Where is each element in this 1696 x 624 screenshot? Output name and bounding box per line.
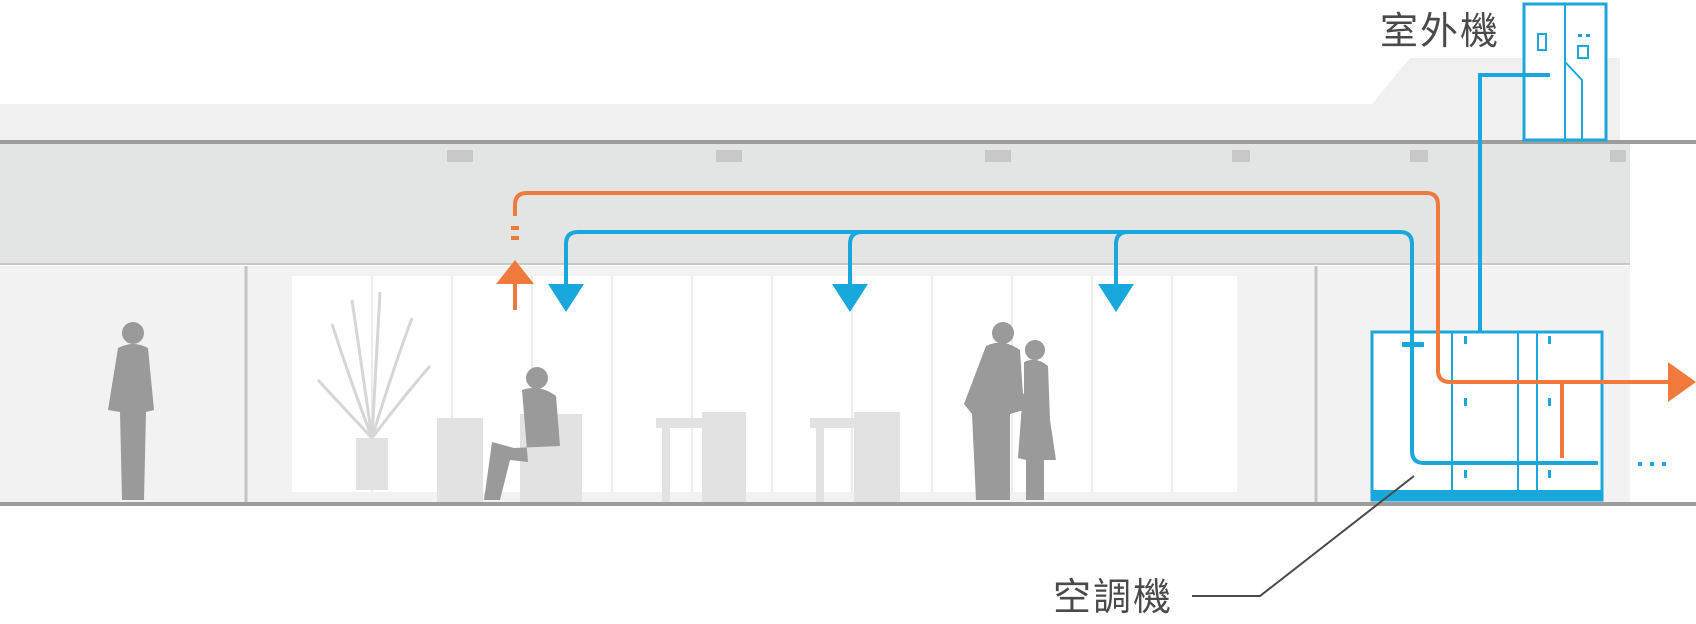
ahu-leader-line bbox=[1192, 475, 1415, 597]
outdoor-unit-label: 室外機 bbox=[1380, 9, 1501, 53]
person-standing-left bbox=[108, 322, 154, 500]
return-air-duct bbox=[513, 191, 1676, 458]
planter bbox=[356, 438, 388, 490]
table-left bbox=[656, 418, 736, 428]
exhaust-arrow bbox=[1668, 362, 1696, 402]
plant-leaves bbox=[316, 291, 432, 440]
window-wall bbox=[292, 276, 1237, 492]
supply-outlet-2 bbox=[832, 284, 868, 312]
person-standing-man bbox=[964, 322, 1024, 500]
supply-outlet-1 bbox=[548, 284, 584, 312]
person-standing-woman bbox=[1006, 340, 1056, 500]
supply-air-outlets bbox=[548, 284, 1134, 312]
outdoor-unit bbox=[1522, 2, 1608, 142]
refrigerant-line bbox=[1478, 73, 1550, 332]
person-seated bbox=[484, 367, 560, 500]
ceiling-plenum bbox=[0, 140, 1630, 264]
supply-continuation-dots bbox=[1638, 462, 1666, 466]
supply-air-duct bbox=[564, 230, 1598, 465]
sofa-left bbox=[437, 418, 483, 502]
return-air-markers bbox=[496, 226, 1696, 402]
roof-slab bbox=[0, 58, 1620, 140]
furniture bbox=[316, 291, 900, 502]
return-inlet-arrow bbox=[496, 260, 534, 284]
air-handling-unit bbox=[1370, 330, 1604, 502]
air-handling-unit-label: 空調機 bbox=[1053, 575, 1174, 619]
people bbox=[108, 322, 1056, 500]
building bbox=[0, 58, 1696, 506]
supply-outlet-3 bbox=[1098, 284, 1134, 312]
chair-right bbox=[854, 412, 900, 502]
ceiling-lights bbox=[447, 150, 1626, 162]
chair-left bbox=[702, 412, 746, 502]
